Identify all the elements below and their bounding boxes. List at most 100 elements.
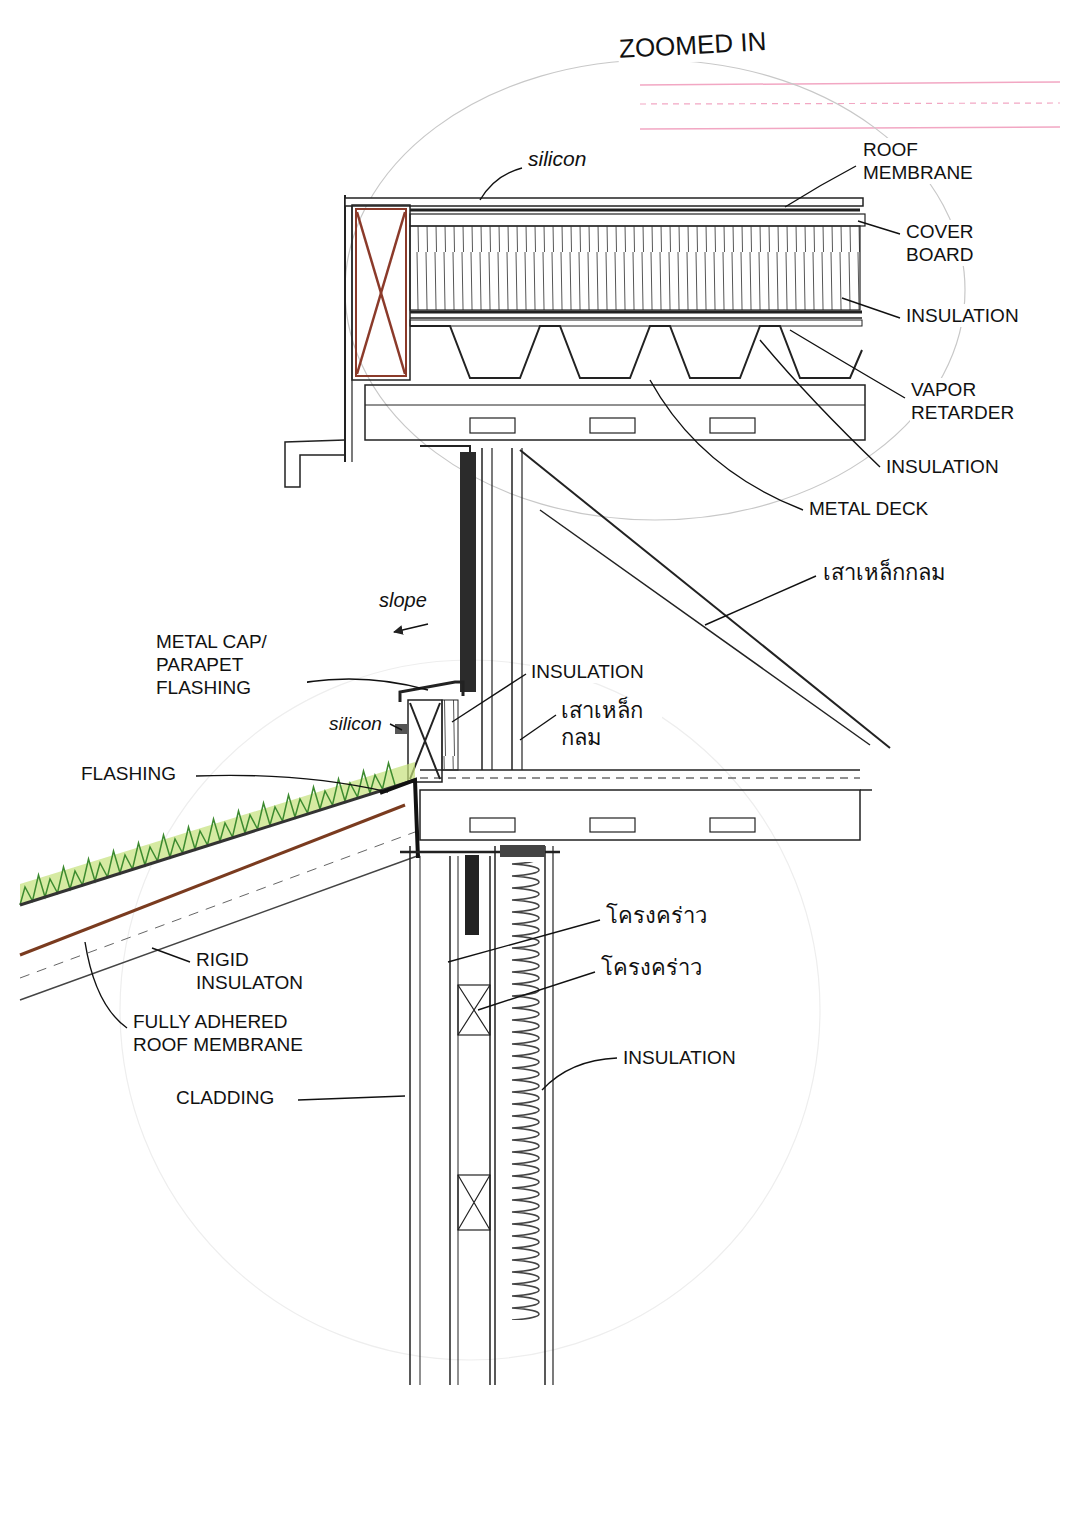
leader-line — [478, 972, 595, 1010]
inner-wall — [544, 846, 546, 1385]
insulation-edge — [494, 846, 496, 1385]
leader-line — [705, 576, 816, 625]
beam — [365, 385, 865, 440]
roof-membrane — [345, 198, 863, 206]
frame — [489, 856, 491, 1385]
part-label: INSULATION — [905, 304, 1020, 327]
vapor-retarder — [410, 311, 862, 314]
leader-line — [542, 1058, 617, 1090]
column-line — [481, 448, 483, 770]
part-label: INSULATION — [885, 455, 1000, 478]
inner-wall — [552, 846, 553, 1385]
leader-line — [448, 920, 600, 962]
part-label: silicon — [527, 146, 587, 172]
blocking-wood — [356, 209, 406, 376]
part-label: RIGID INSULATON — [195, 948, 327, 994]
leader-line — [520, 715, 556, 740]
roof-membrane — [410, 209, 860, 212]
part-label: ROOF MEMBRANE — [862, 138, 1004, 184]
part-label: silicon — [328, 712, 383, 735]
cladding — [420, 856, 421, 1385]
plant-layer — [20, 762, 415, 905]
slope-note: slope — [378, 588, 428, 612]
beam-opening — [590, 818, 635, 832]
frame-cross — [458, 985, 490, 1035]
frame-block — [458, 1175, 490, 1230]
blocking-cross — [357, 212, 405, 374]
frame — [458, 856, 459, 1385]
part-label: METAL DECK — [808, 497, 929, 520]
roof-top — [20, 780, 415, 905]
cladding — [449, 856, 451, 1385]
leader-line — [785, 166, 856, 207]
leader-line — [85, 942, 127, 1028]
roof-membrane — [20, 805, 405, 955]
column-line — [491, 448, 492, 770]
zoom-circle — [345, 60, 965, 520]
paper-line — [640, 82, 1060, 85]
leader-line — [152, 948, 190, 962]
frame-cross — [458, 1175, 490, 1230]
plate — [420, 446, 470, 452]
insulation — [410, 226, 860, 310]
wall-insulation — [497, 862, 543, 1320]
beam-opening — [710, 418, 755, 433]
vapor-retarder — [410, 317, 862, 319]
slope-arrow — [394, 624, 428, 632]
leader-line — [480, 168, 522, 200]
beam-opening — [470, 818, 515, 832]
leader-line — [390, 724, 402, 730]
dark-stud — [465, 855, 479, 935]
leader-line — [452, 674, 526, 722]
beam-opening — [470, 418, 515, 433]
wall — [400, 845, 560, 1385]
part-label: FLASHING — [80, 762, 177, 785]
paper-line — [640, 103, 1060, 104]
frame-block — [458, 985, 490, 1035]
part-label: METAL CAP/ PARAPET FLASHING — [155, 630, 307, 700]
leader-line — [298, 1096, 405, 1100]
part-label: เสาเหล็ก กลม — [560, 698, 662, 752]
part-label: INSULATION — [530, 660, 645, 683]
beam-line — [365, 405, 865, 406]
part-label: FULLY ADHERED ROOF MEMBRANE — [132, 1010, 304, 1056]
leader-line — [790, 330, 905, 398]
cladding — [409, 846, 411, 1385]
leaders — [85, 166, 905, 1100]
insulation-thin — [410, 320, 862, 326]
parapet-insulation — [442, 700, 458, 770]
metal-deck — [410, 326, 862, 378]
leader-line — [858, 221, 900, 234]
part-label: VAPOR RETARDER — [910, 378, 1032, 424]
part-label: โครงคร่าว — [605, 903, 708, 930]
leader-line — [196, 775, 388, 792]
part-label: COVER BOARD — [905, 220, 1027, 266]
beam-opening — [710, 818, 755, 832]
wall-cap — [500, 845, 545, 857]
beam-line — [420, 769, 860, 771]
dark-column — [460, 452, 476, 692]
part-label: INSULATION — [622, 1046, 737, 1069]
blocking — [352, 205, 410, 380]
beam — [420, 790, 860, 840]
paper-line — [640, 127, 1060, 129]
part-label: โครงคร่าว — [600, 955, 703, 982]
gutter — [285, 440, 345, 487]
leader-line — [842, 298, 900, 318]
faint-circle — [120, 660, 820, 1360]
part-label: เสาเหล็กกลม — [822, 560, 947, 587]
roof-assembly — [285, 195, 865, 487]
zoom-note: ZOOMED IN — [617, 26, 768, 65]
beam-opening — [590, 418, 635, 433]
fascia — [344, 195, 346, 462]
column-line — [511, 448, 513, 770]
leader-line — [650, 380, 803, 510]
beam-line — [860, 789, 872, 791]
leader-line — [760, 340, 880, 467]
cover-board — [410, 214, 865, 226]
part-label: CLADDING — [175, 1086, 275, 1109]
roof-bottom — [20, 855, 420, 1000]
column-line — [521, 448, 522, 770]
blocking-cross — [357, 212, 405, 374]
